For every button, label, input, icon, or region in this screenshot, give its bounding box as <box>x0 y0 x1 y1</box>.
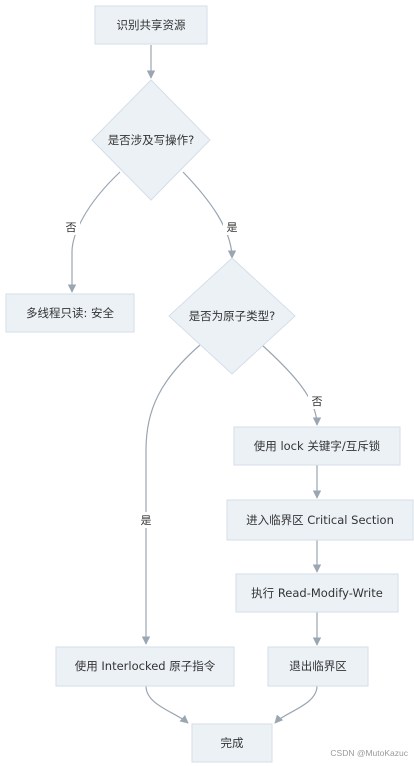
svg-text:否: 否 <box>312 395 323 408</box>
node-read-modify-write: 执行 Read-Modify-Write <box>235 573 399 613</box>
svg-text:是否涉及写操作?: 是否涉及写操作? <box>108 133 195 147</box>
edge-write-check-yes <box>182 171 237 259</box>
edge-label-write-yes: 是 <box>223 219 241 235</box>
edge-interlocked-to-done <box>145 685 189 724</box>
svg-text:多线程只读: 安全: 多线程只读: 安全 <box>26 306 115 320</box>
svg-text:完成: 完成 <box>221 736 244 750</box>
node-identify-shared-resource: 识别共享资源 <box>94 5 208 45</box>
svg-text:识别共享资源: 识别共享资源 <box>117 18 186 32</box>
node-use-interlocked: 使用 Interlocked 原子指令 <box>55 646 235 687</box>
svg-text:否: 否 <box>66 221 77 234</box>
edge-write-check-no <box>67 171 121 293</box>
node-done: 完成 <box>191 723 273 763</box>
svg-text:是: 是 <box>141 514 152 527</box>
edges <box>67 45 322 724</box>
svg-text:使用 Interlocked 原子指令: 使用 Interlocked 原子指令 <box>75 659 216 673</box>
svg-text:是否为原子类型?: 是否为原子类型? <box>189 309 276 323</box>
svg-text:使用 lock 关键字/互斥锁: 使用 lock 关键字/互斥锁 <box>254 439 381 453</box>
svg-text:是: 是 <box>227 221 238 234</box>
node-enter-critical-section: 进入临界区 Critical Section <box>226 499 414 541</box>
edge-label-write-no: 否 <box>62 219 80 235</box>
edge-label-atomic-no: 否 <box>308 393 326 409</box>
node-use-lock: 使用 lock 关键字/互斥锁 <box>233 426 401 466</box>
edge-atomic-no <box>261 344 322 426</box>
node-exit-critical-section: 退出临界区 <box>267 646 369 687</box>
edge-label-atomic-yes: 是 <box>137 512 155 528</box>
watermark: CSDN @MutoKazuc <box>330 748 408 758</box>
edge-atomic-yes <box>141 344 201 645</box>
svg-text:进入临界区 Critical Section: 进入临界区 Critical Section <box>246 513 394 527</box>
svg-text:执行 Read-Modify-Write: 执行 Read-Modify-Write <box>251 586 383 600</box>
decision-atomic-type: 是否为原子类型? <box>168 257 296 375</box>
decision-write-operation: 是否涉及写操作? <box>91 79 211 201</box>
svg-text:退出临界区: 退出临界区 <box>289 659 347 673</box>
edge-exit-to-done <box>274 685 318 724</box>
node-read-only-safe: 多线程只读: 安全 <box>5 293 135 333</box>
